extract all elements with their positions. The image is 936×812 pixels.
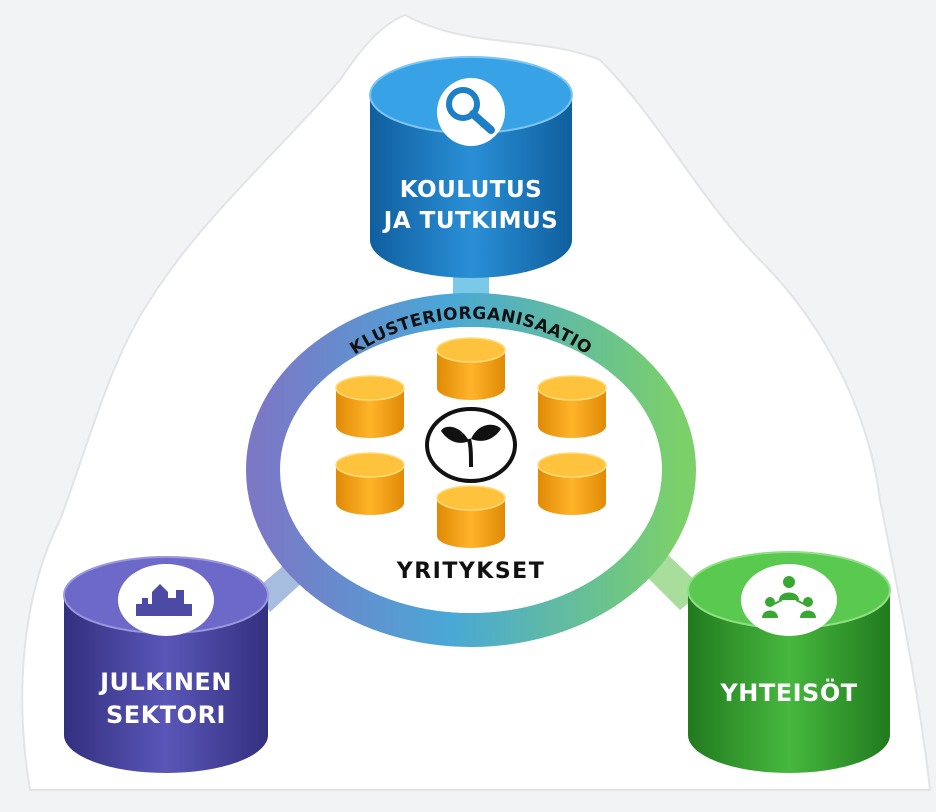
company-cylinder — [436, 485, 506, 548]
center-label: YRITYKSET — [396, 559, 545, 584]
node-research-label-2: JA TUTKIMUS — [382, 208, 558, 234]
sprout-icon — [425, 407, 517, 483]
company-cylinder — [335, 452, 405, 515]
cluster-ring — [246, 293, 696, 647]
node-research-label-1: KOULUTUS — [400, 177, 542, 203]
company-cylinder — [436, 337, 506, 400]
people-network-icon — [741, 564, 837, 636]
city-skyline-icon — [118, 564, 214, 636]
search-icon — [437, 78, 505, 146]
node-public: JULKINEN SEKTORI — [63, 556, 269, 773]
company-cylinder — [537, 452, 607, 515]
node-community-label: YHTEISÖT — [719, 677, 857, 707]
company-cylinders — [335, 337, 607, 548]
node-community: YHTEISÖT — [687, 551, 891, 773]
node-public-label-2: SEKTORI — [106, 701, 226, 729]
node-public-label-1: JULKINEN — [98, 668, 232, 696]
company-cylinder — [335, 375, 405, 438]
node-research: KOULUTUS JA TUTKIMUS — [369, 56, 573, 278]
company-cylinder — [537, 375, 607, 438]
